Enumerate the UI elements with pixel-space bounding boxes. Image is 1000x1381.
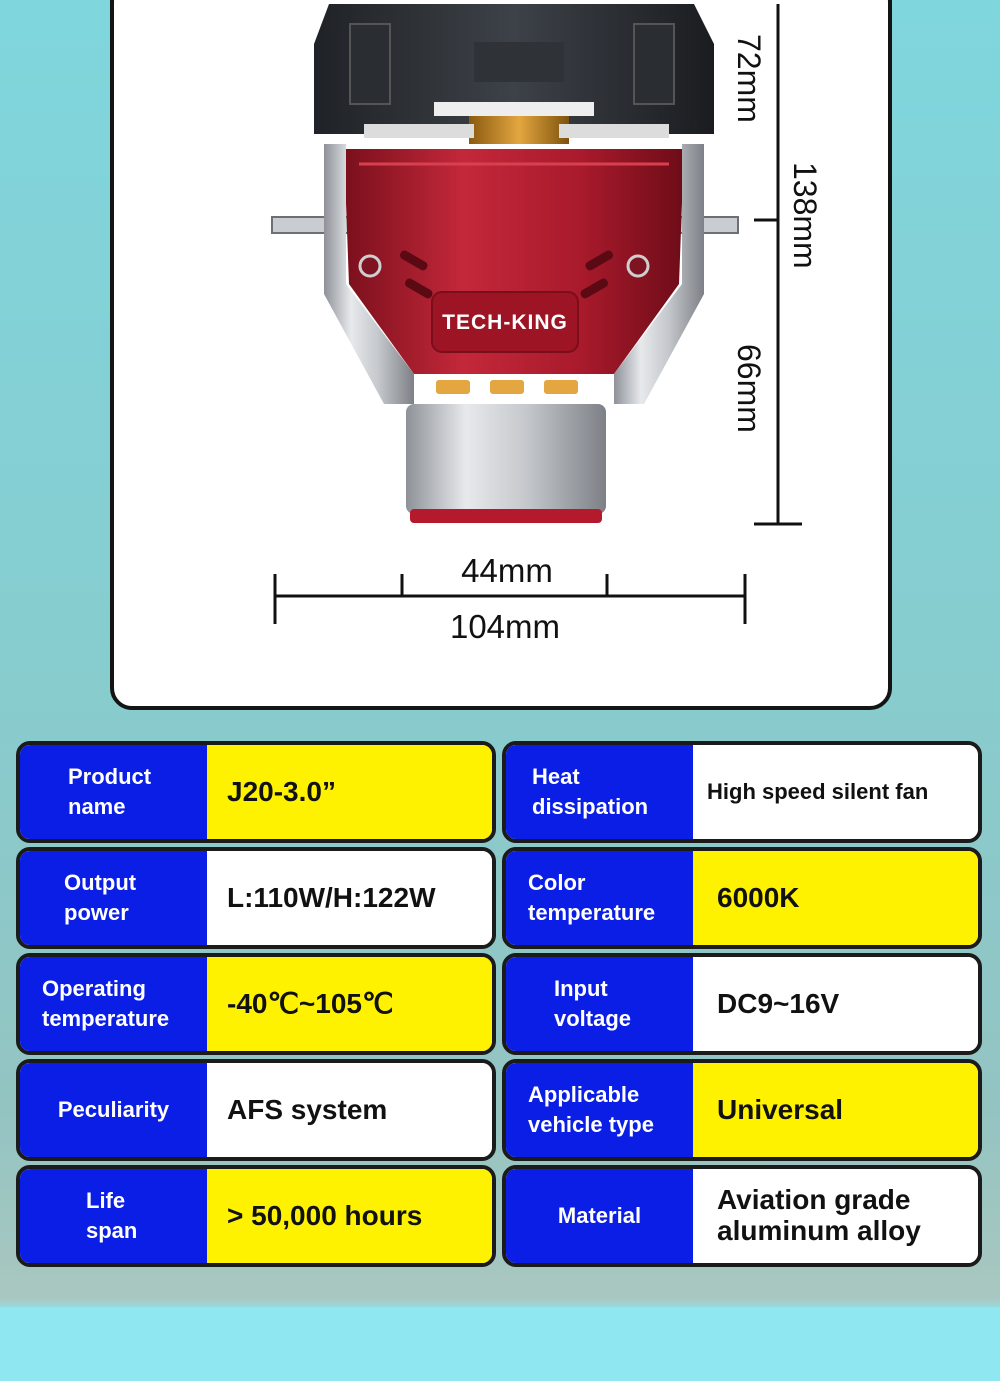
spec-value: 6000K: [693, 851, 978, 945]
spec-life-span: Life span > 50,000 hours: [16, 1165, 496, 1267]
spec-applicable-vehicle-type: Applicable vehicle type Universal: [502, 1059, 982, 1161]
spec-product-name: Product name J20-3.0”: [16, 741, 496, 843]
spec-value: > 50,000 hours: [207, 1169, 492, 1263]
spec-value: DC9~16V: [693, 957, 978, 1051]
spec-label: Product name: [20, 745, 207, 839]
spec-label: Color temperature: [506, 851, 693, 945]
lens-side-left: [324, 144, 414, 404]
lens-side-right: [614, 144, 704, 404]
spec-output-power: Output power L:110W/H:122W: [16, 847, 496, 949]
spec-label: Output power: [20, 851, 207, 945]
spec-heat-dissipation: Heat dissipation High speed silent fan: [502, 741, 982, 843]
spec-label: Operating temperature: [20, 957, 207, 1051]
spec-value: L:110W/H:122W: [207, 851, 492, 945]
svg-text:TECH-KING: TECH-KING: [442, 311, 568, 334]
spec-label: Material: [506, 1169, 693, 1263]
spec-value: -40℃~105℃: [207, 957, 492, 1051]
spec-material: Material Aviation grade aluminum alloy: [502, 1165, 982, 1267]
dim-bottom-height: 66mm: [731, 344, 767, 433]
height-dimension: 72mm 138mm 66mm: [731, 4, 823, 526]
dim-top-height: 72mm: [731, 34, 767, 123]
lens-red-body: TECH-KING: [344, 149, 684, 394]
spec-label: Life span: [20, 1169, 207, 1263]
bottom-band: [0, 1307, 1000, 1381]
projector-lens-illustration: TECH-KING 72mm 138mm 66mm: [271, 4, 823, 645]
spec-label: Heat dissipation: [506, 745, 693, 839]
lens-cylinder: [406, 404, 606, 523]
dim-total-width: 104mm: [450, 608, 560, 645]
spec-label: Applicable vehicle type: [506, 1063, 693, 1157]
spec-peculiarity: Peculiarity AFS system: [16, 1059, 496, 1161]
width-dimension: 44mm 104mm: [273, 552, 747, 645]
product-image-card: TECH-KING 72mm 138mm 66mm: [110, 0, 892, 710]
spec-color-temperature: Color temperature 6000K: [502, 847, 982, 949]
dim-total-height: 138mm: [787, 162, 823, 269]
spec-label: Input voltage: [506, 957, 693, 1051]
lens-top-housing: [314, 4, 714, 144]
spec-value: Aviation grade aluminum alloy: [693, 1169, 978, 1263]
brand-logo: TECH-KING: [442, 311, 568, 334]
spec-value: J20-3.0”: [207, 745, 492, 839]
spec-value: Universal: [693, 1063, 978, 1157]
spec-label: Peculiarity: [20, 1063, 207, 1157]
dim-inner-width: 44mm: [461, 552, 553, 589]
spec-input-voltage: Input voltage DC9~16V: [502, 953, 982, 1055]
spec-operating-temperature: Operating temperature -40℃~105℃: [16, 953, 496, 1055]
spec-value: High speed silent fan: [693, 745, 978, 839]
spec-value: AFS system: [207, 1063, 492, 1157]
